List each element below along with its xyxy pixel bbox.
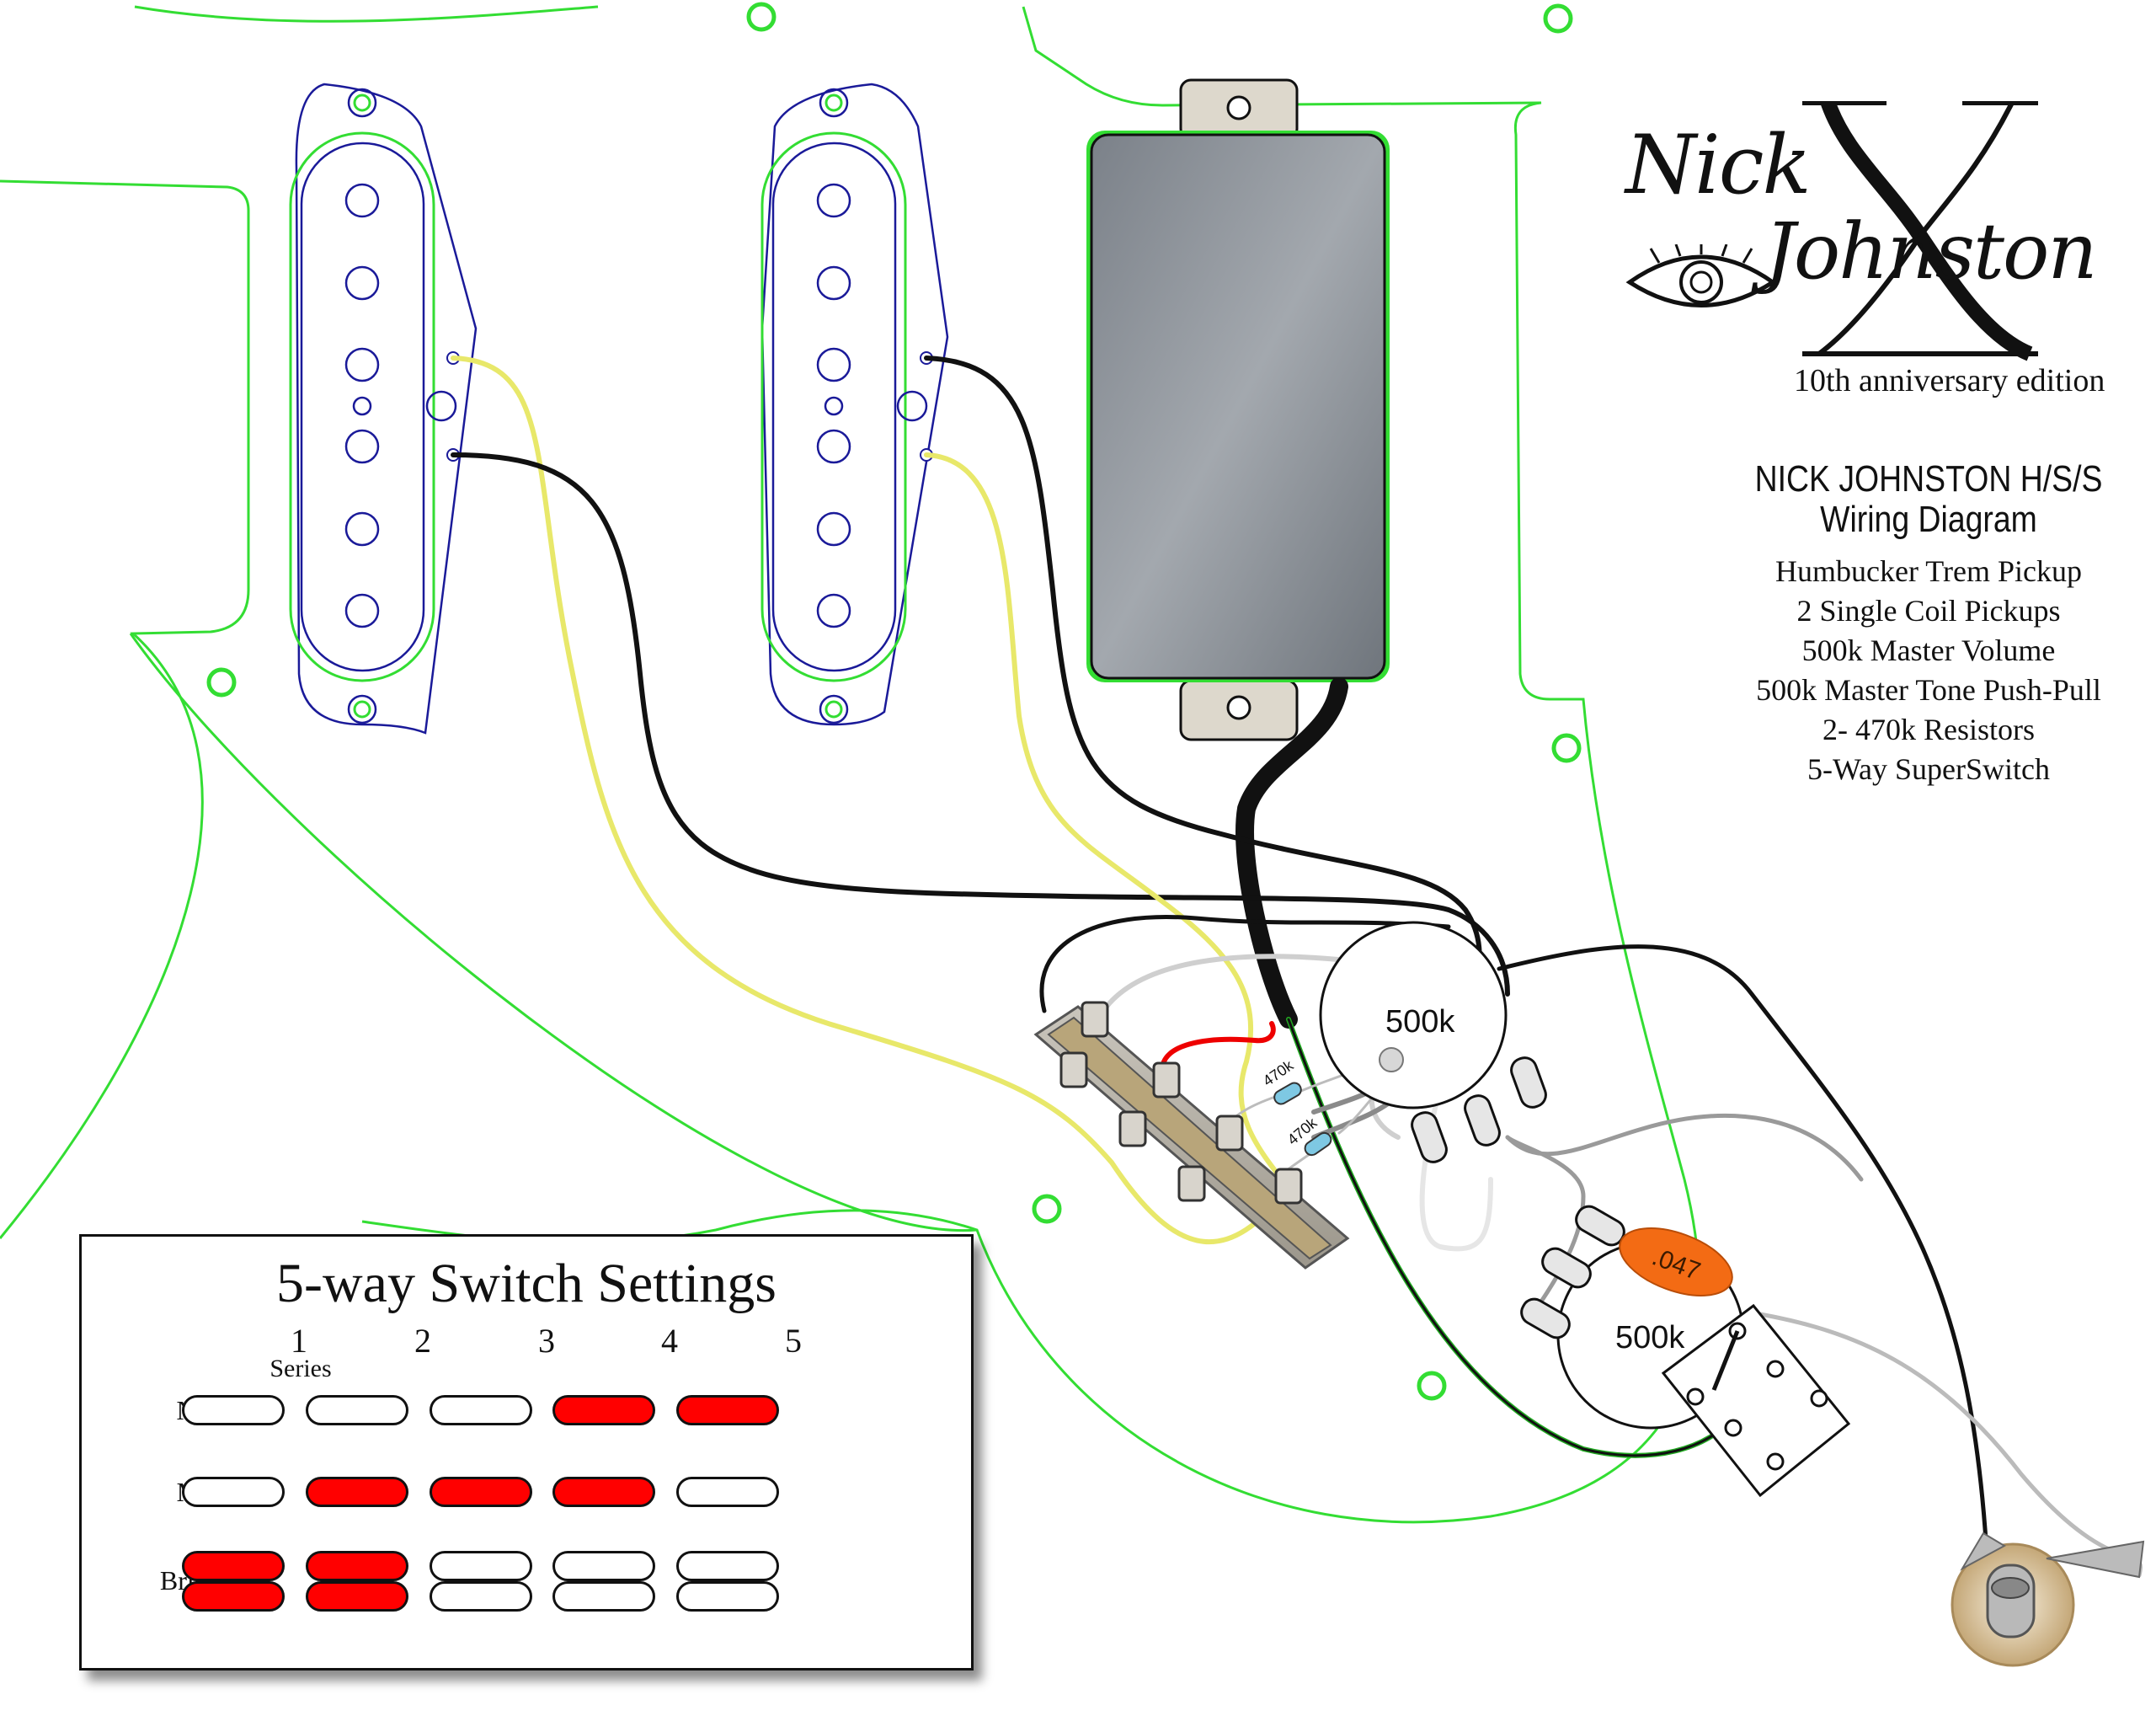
position-label-4: 4 [661,1322,678,1360]
brand-logo: Nick Johnston 10th anniversary edition [1625,101,2105,398]
bridge-humbucker [1086,78,1390,741]
capacitor-047: .047 [1619,1227,1733,1296]
spec-item: Humbucker Trem Pickup [1775,554,2082,588]
switch-indicator-mid-1 [182,1477,285,1507]
switch-indicator-neck-3 [430,1395,532,1425]
brand-edition: 10th anniversary edition [1794,363,2105,398]
switch-indicator-bridge-2 [306,1551,408,1581]
eye-icon [1625,244,1777,307]
svg-text:500k: 500k [1385,1004,1455,1040]
switch-indicator-mid-2 [306,1477,408,1507]
spec-item: 5-Way SuperSwitch [1806,752,2051,786]
pickguard-outline [0,5,1701,1524]
switch-indicator-bridge-4 [552,1581,655,1612]
switch-settings-title: 5-way Switch Settings [276,1253,776,1314]
brand-name-last: Johnston [1764,206,2098,297]
switch-indicator-mid-5 [676,1477,779,1507]
switch-indicator-bridge-1 [182,1581,285,1612]
position-label-5: 5 [785,1322,802,1360]
spec-item: 2- 470k Resistors [1822,713,2035,746]
position-label-3: 3 [538,1322,555,1360]
position-1-note: Series [270,1355,332,1382]
switch-indicator-bridge-3 [430,1551,532,1581]
pickguard-screw-holes [206,2,1582,1401]
diagram-title: NICK JOHNSTON H/S/S Wiring Diagram [1714,459,2143,540]
five-way-switch [1033,1001,1350,1270]
diagram-title-line1: NICK JOHNSTON H/S/S [1754,458,2103,500]
switch-indicator-mid-3 [430,1477,532,1507]
switch-settings-panel: 5-way Switch Settings 1 2 3 4 5 Series N… [79,1234,974,1671]
position-label-2: 2 [414,1322,431,1360]
switch-indicator-neck-2 [306,1395,408,1425]
middle-pickup [760,83,949,726]
spec-item: 2 Single Coil Pickups [1796,594,2061,628]
switch-indicator-bridge-5 [676,1551,779,1581]
switch-indicator-bridge-4 [552,1551,655,1581]
position-label-1: 1 [291,1322,307,1360]
switch-indicator-neck-5 [676,1395,779,1425]
switch-indicator-bridge-1 [182,1551,285,1581]
switch-indicator-neck-1 [182,1395,285,1425]
switch-indicator-bridge-3 [430,1581,532,1612]
svg-text:500k: 500k [1615,1320,1685,1355]
switch-indicator-mid-4 [552,1477,655,1507]
brand-name-first: Nick [1625,118,1812,212]
switch-indicator-bridge-2 [306,1581,408,1612]
neck-pickup [289,83,478,735]
switch-indicator-neck-4 [552,1395,655,1425]
volume-pot: 500k [1319,921,1547,1163]
roman-numeral-x-graphic [1802,101,2038,361]
spec-list: Humbucker Trem Pickup 2 Single Coil Pick… [1684,552,2156,789]
output-jack [1951,1532,2145,1667]
switch-indicator-bridge-5 [676,1581,779,1612]
spec-item: 500k Master Volume [1801,633,2056,667]
diagram-title-line2: Wiring Diagram [1820,499,2037,540]
spec-item: 500k Master Tone Push-Pull [1756,673,2101,707]
